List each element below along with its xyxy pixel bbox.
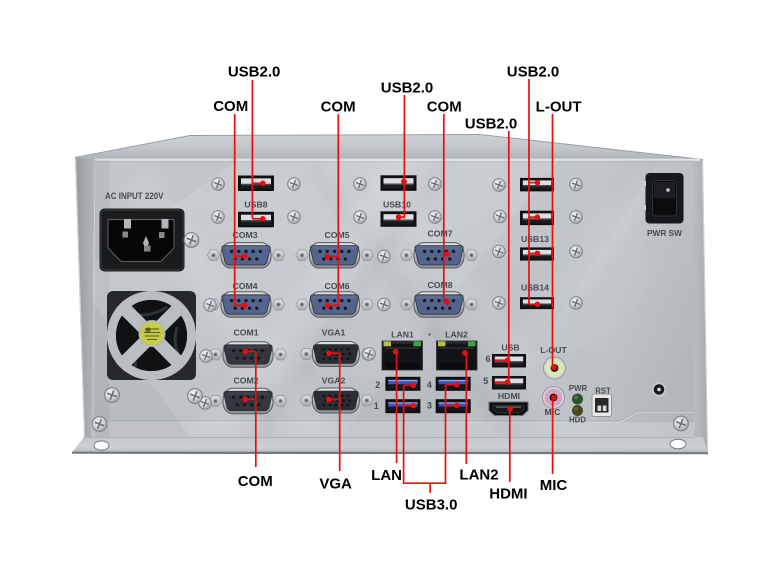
svg-text:USB10: USB10 bbox=[383, 200, 411, 210]
svg-text:4: 4 bbox=[427, 380, 432, 390]
svg-text:COM: COM bbox=[238, 473, 273, 490]
svg-text:PWR: PWR bbox=[569, 384, 588, 393]
svg-text:LAN2: LAN2 bbox=[445, 330, 468, 340]
svg-text:PWR SW: PWR SW bbox=[647, 228, 682, 238]
svg-text:COM: COM bbox=[321, 99, 356, 116]
svg-text:USB3.0: USB3.0 bbox=[405, 497, 458, 514]
svg-text:COM2: COM2 bbox=[233, 376, 258, 386]
svg-text:1: 1 bbox=[374, 401, 379, 411]
svg-text:COM: COM bbox=[427, 99, 462, 116]
svg-text:COM7: COM7 bbox=[427, 229, 452, 239]
svg-text:MIC: MIC bbox=[540, 477, 568, 494]
svg-text:LAN: LAN bbox=[371, 467, 402, 484]
svg-text:AC INPUT 220V: AC INPUT 220V bbox=[105, 191, 164, 201]
svg-text:COM3: COM3 bbox=[232, 230, 257, 240]
svg-text:2: 2 bbox=[375, 380, 380, 390]
svg-text:USB2.0: USB2.0 bbox=[228, 64, 281, 81]
svg-text:L-OUT: L-OUT bbox=[536, 99, 582, 116]
svg-text:HDD: HDD bbox=[569, 416, 586, 425]
svg-text:USB14: USB14 bbox=[521, 283, 549, 293]
svg-text:USB13: USB13 bbox=[521, 234, 549, 244]
svg-text:6: 6 bbox=[485, 354, 490, 364]
svg-text:VGA: VGA bbox=[319, 476, 352, 493]
svg-text:LAN2: LAN2 bbox=[459, 466, 498, 483]
svg-text:COM1: COM1 bbox=[233, 328, 258, 338]
svg-text:USB2.0: USB2.0 bbox=[465, 116, 518, 133]
svg-text:COM: COM bbox=[213, 98, 248, 115]
svg-text:USB2.0: USB2.0 bbox=[381, 80, 434, 97]
svg-text:5: 5 bbox=[483, 376, 488, 386]
svg-text:HDMI: HDMI bbox=[489, 485, 527, 502]
svg-text:3: 3 bbox=[427, 401, 432, 411]
svg-text:HDMI: HDMI bbox=[498, 391, 520, 401]
svg-text:COM6: COM6 bbox=[324, 281, 349, 291]
svg-text:COM8: COM8 bbox=[427, 280, 452, 290]
svg-text:USB: USB bbox=[501, 343, 519, 353]
svg-text:RST: RST bbox=[595, 387, 611, 396]
svg-text:USB2.0: USB2.0 bbox=[507, 64, 560, 81]
svg-text:LAN1: LAN1 bbox=[391, 330, 414, 340]
svg-text:VGA2: VGA2 bbox=[322, 376, 346, 386]
svg-text:USB8: USB8 bbox=[244, 200, 267, 210]
svg-text:L-OUT: L-OUT bbox=[540, 345, 567, 355]
svg-text:VGA1: VGA1 bbox=[322, 328, 346, 338]
svg-text:COM4: COM4 bbox=[232, 281, 257, 291]
svg-text:COM5: COM5 bbox=[324, 230, 349, 240]
